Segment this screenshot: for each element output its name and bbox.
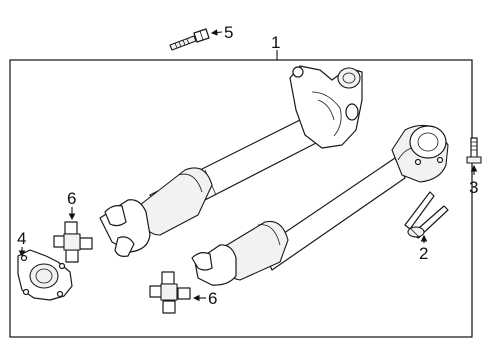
callout-6-left: 6 bbox=[67, 189, 76, 221]
callout-5: 5 bbox=[210, 23, 233, 42]
ujoint-part-6-left bbox=[53, 221, 93, 263]
callout-4: 4 bbox=[17, 229, 26, 258]
callout-1: 1 bbox=[271, 33, 280, 60]
callout-3: 3 bbox=[469, 164, 478, 197]
callout-1-number: 1 bbox=[271, 33, 280, 52]
callout-6-left-number: 6 bbox=[67, 189, 76, 208]
assembly-frame bbox=[9, 59, 473, 338]
clamp-part-2 bbox=[404, 191, 449, 239]
callout-6-lower: 6 bbox=[192, 289, 217, 308]
flange-part-4 bbox=[17, 249, 73, 301]
lower-driveshaft bbox=[191, 124, 449, 286]
upper-driveshaft bbox=[99, 65, 363, 257]
callout-5-number: 5 bbox=[224, 23, 233, 42]
callout-4-number: 4 bbox=[17, 229, 26, 248]
callout-2: 2 bbox=[419, 234, 428, 263]
callout-6-lower-number: 6 bbox=[208, 289, 217, 308]
ujoint-part-6-lower bbox=[149, 271, 191, 314]
stud-part-3 bbox=[466, 137, 482, 164]
bolt-part-5 bbox=[169, 28, 210, 51]
callout-3-number: 3 bbox=[469, 178, 478, 197]
callout-2-number: 2 bbox=[419, 244, 428, 263]
